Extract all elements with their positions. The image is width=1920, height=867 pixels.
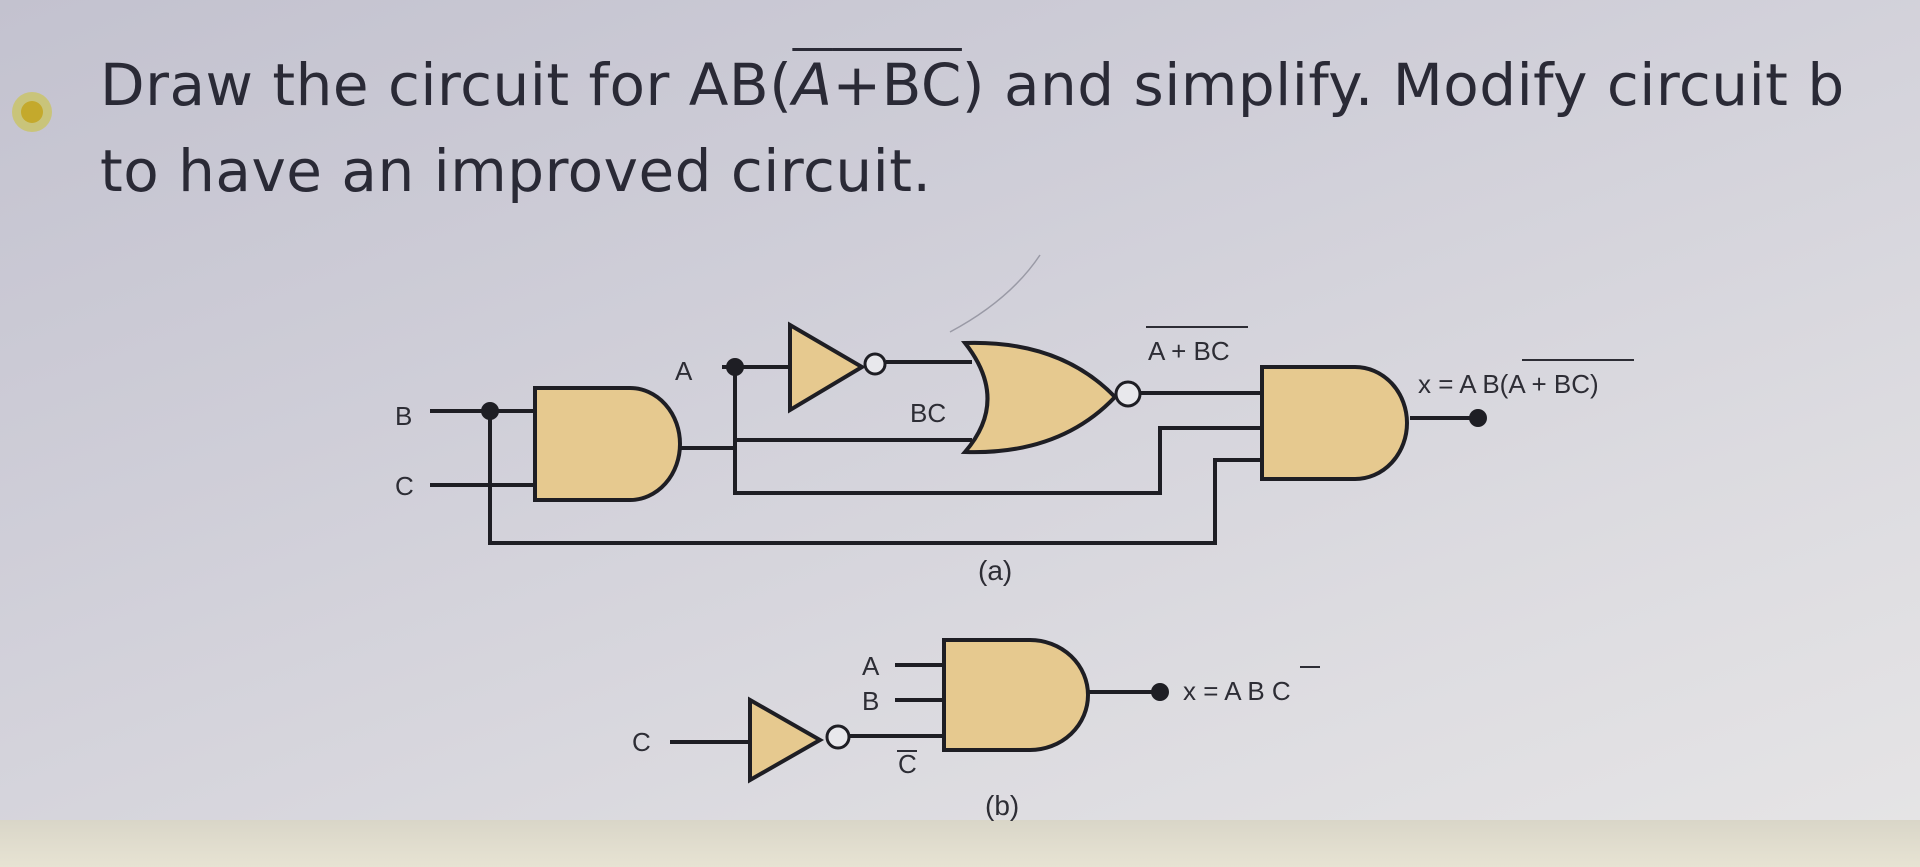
label-output-b: x = A B C	[1183, 676, 1291, 706]
junction-b	[481, 402, 499, 420]
radio-bullet-dot	[21, 101, 43, 123]
nor-gate-bubble	[1114, 380, 1142, 408]
question-part-1: Draw the circuit for AB(	[100, 51, 793, 119]
caption-b: (b)	[985, 790, 1019, 821]
label-bc: BC	[910, 398, 946, 428]
label-input-a: A	[675, 356, 693, 386]
and-gate-2	[1260, 365, 1409, 481]
and-gate-1	[533, 386, 682, 502]
label-nor-output: A + BC	[1148, 336, 1230, 366]
label-b-input-a: A	[862, 651, 880, 681]
question-line-1: Draw the circuit for AB(A+BC) and simpli…	[100, 42, 1900, 128]
label-input-b: B	[395, 401, 412, 431]
wire-b-branch	[488, 411, 1265, 545]
question-line-2: to have an improved circuit.	[100, 137, 932, 205]
output-dot-b	[1151, 683, 1169, 701]
wire-bc	[680, 438, 972, 450]
label-b-input-b: B	[862, 686, 879, 716]
label-b-input-c: C	[632, 727, 651, 757]
circuit-a-wires	[430, 360, 1478, 545]
nor-gate	[960, 340, 1118, 455]
junction-a	[726, 358, 744, 376]
inverter-c-bubble	[825, 724, 851, 750]
pencil-mark	[949, 254, 1041, 333]
question-overline-group: A+BC	[792, 51, 962, 119]
output-dot-a	[1469, 409, 1487, 427]
radio-bullet-icon[interactable]	[12, 92, 52, 132]
label-output-a: x = A B(A + BC)	[1418, 369, 1599, 399]
question-text: Draw the circuit for AB(A+BC) and simpli…	[100, 42, 1900, 214]
caption-a: (a)	[978, 555, 1012, 586]
question-a-term: A	[792, 51, 833, 119]
inverter-a-bubble	[863, 352, 887, 376]
circuit-b-wires	[670, 663, 1160, 744]
inverter-a	[788, 321, 866, 414]
question-bc-term: +BC	[832, 51, 962, 119]
question-part-2: ) and simplify. Modify circuit b	[961, 51, 1845, 119]
label-input-c: C	[395, 471, 414, 501]
bottom-strip	[0, 820, 1920, 867]
and-gate-b	[942, 638, 1090, 752]
wire-a-branch	[733, 367, 1265, 495]
label-b-cbar: C	[898, 749, 917, 779]
inverter-c	[748, 696, 825, 784]
